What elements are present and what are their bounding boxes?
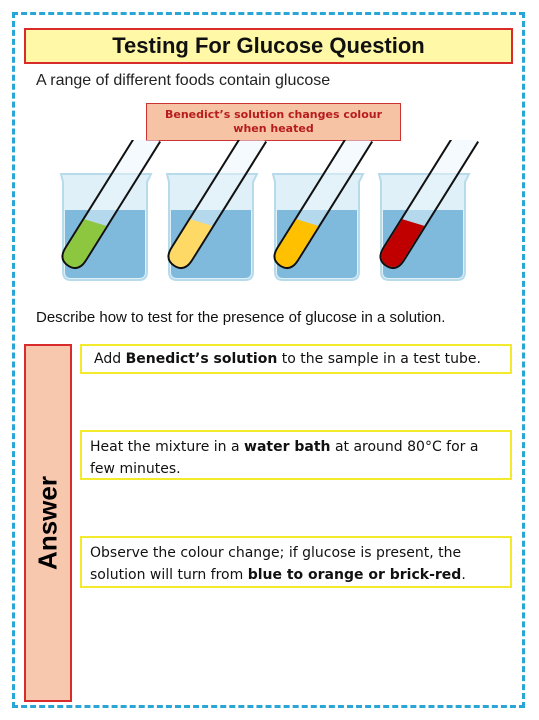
answer-2-bold: water bath bbox=[244, 439, 331, 455]
answer-box-3: Observe the colour change; if glucose is… bbox=[80, 536, 512, 588]
page-title: Testing For Glucose Question bbox=[24, 28, 513, 64]
beaker-1 bbox=[59, 140, 162, 281]
beaker-2 bbox=[165, 140, 268, 281]
test-tube-liquid bbox=[169, 219, 213, 267]
benedicts-callout: Benedict’s solution changes colour when … bbox=[146, 103, 401, 141]
test-tube bbox=[379, 140, 480, 269]
answer-3-bold: blue to orange or brick-red bbox=[247, 567, 462, 584]
answer-box-2: Heat the mixture in a water bath at arou… bbox=[80, 430, 512, 480]
answer-label-text: Answer bbox=[32, 476, 63, 570]
test-tube-beakers-illustration bbox=[59, 140, 480, 281]
answer-3-text: Observe the colour change; if glucose is… bbox=[90, 545, 462, 584]
answer-1-text: Add bbox=[94, 351, 126, 367]
answer-1-text-end: to the sample in a test tube. bbox=[277, 351, 481, 367]
intro-text: A range of different foods contain gluco… bbox=[36, 72, 331, 89]
answer-label: Answer bbox=[24, 344, 72, 702]
answer-1-bold: Benedict’s solution bbox=[125, 351, 278, 367]
title-text: Testing For Glucose Question bbox=[112, 33, 425, 58]
question-text: Describe how to test for the presence of… bbox=[36, 309, 446, 326]
test-tube-liquid bbox=[63, 219, 107, 267]
test-tube-liquid bbox=[275, 219, 319, 267]
answer-2-text: Heat the mixture in a bbox=[90, 439, 245, 455]
page-frame bbox=[12, 12, 525, 708]
test-tube-liquid bbox=[381, 219, 425, 267]
beaker-3 bbox=[271, 140, 374, 281]
beaker-4 bbox=[377, 140, 480, 281]
test-tube bbox=[167, 140, 268, 269]
answer-2-text-end: at around 80°C for a few minutes. bbox=[90, 439, 479, 478]
test-tube bbox=[273, 140, 374, 269]
test-tube bbox=[61, 140, 162, 269]
answer-3-text-end: . bbox=[461, 567, 466, 584]
answer-box-1: Add Benedict’s solution to the sample in… bbox=[80, 344, 512, 374]
